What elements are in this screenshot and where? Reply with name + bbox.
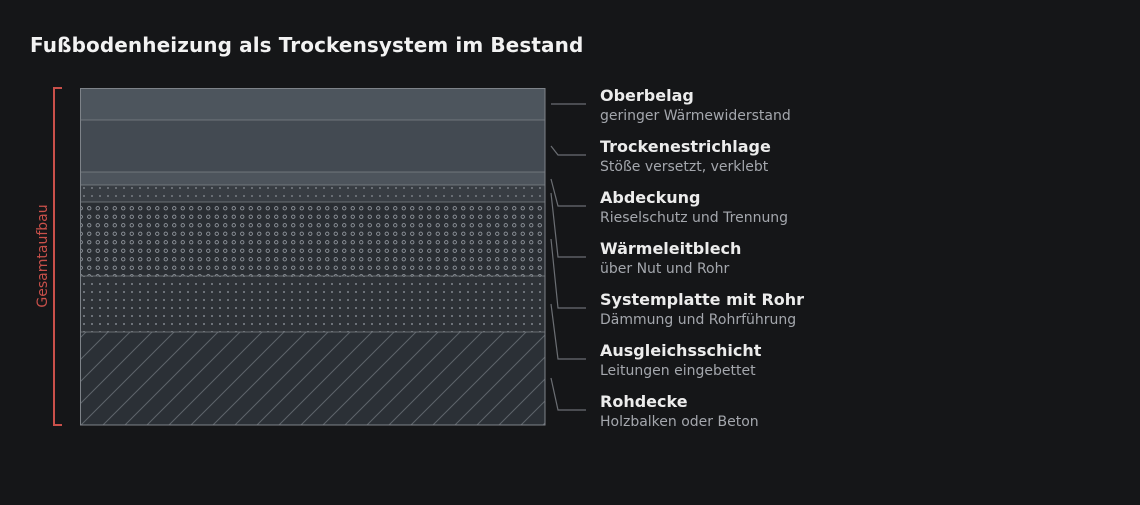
layer-description: Holzbalken oder Beton <box>600 414 759 430</box>
leader-waermeleitblech <box>550 192 586 258</box>
total-build-up-bracket <box>53 87 62 426</box>
layer-description: Rieselschutz und Trennung <box>600 210 789 226</box>
leader-systemplatte <box>550 238 586 309</box>
layer-name: Systemplatte mit Rohr <box>600 290 805 309</box>
layer-name: Trockenestrichlage <box>600 137 771 156</box>
layer-name: Rohdecke <box>600 392 688 411</box>
leader-abdeckung <box>550 178 586 207</box>
label-abdeckung: Abdeckung Rieselschutz und Trennung <box>600 188 788 227</box>
label-oberbelag: Oberbelag geringer Wärmewiderstand <box>600 86 791 125</box>
layer-description: Stöße versetzt, verklebt <box>600 159 769 175</box>
layer-abdeckung <box>80 172 545 185</box>
leader-lines <box>550 103 586 411</box>
label-rohdecke: Rohdecke Holzbalken oder Beton <box>600 392 759 431</box>
layer-description: Leitungen eingebettet <box>600 363 756 379</box>
layer-oberbelag <box>80 88 545 120</box>
diagram-title: Fußbodenheizung als Trockensystem im Bes… <box>30 33 584 57</box>
label-systemplatte: Systemplatte mit Rohr Dämmung und Rohrfü… <box>600 290 804 329</box>
leader-rohdecke <box>550 377 586 411</box>
layer-description: Dämmung und Rohrführung <box>600 312 797 328</box>
label-trockenestrichlage: Trockenestrichlage Stöße versetzt, verkl… <box>600 137 771 176</box>
layer-trockenestrich <box>80 120 545 172</box>
label-ausgleichsschicht: Ausgleichsschicht Leitungen eingebettet <box>600 341 761 380</box>
layer-stack-border <box>80 88 546 426</box>
layer-name: Abdeckung <box>600 188 701 207</box>
leader-ausgleichsschicht <box>550 303 586 360</box>
layer-name: Wärmeleitblech <box>600 239 742 258</box>
layer-name: Ausgleichsschicht <box>600 341 762 360</box>
layer-description: über Nut und Rohr <box>600 261 730 277</box>
layer-name: Oberbelag <box>600 86 694 105</box>
leader-trockenestrich <box>550 145 586 156</box>
layer-description: geringer Wärmewiderstand <box>600 108 791 124</box>
label-waermeleitblech: Wärmeleitblech über Nut und Rohr <box>600 239 741 278</box>
